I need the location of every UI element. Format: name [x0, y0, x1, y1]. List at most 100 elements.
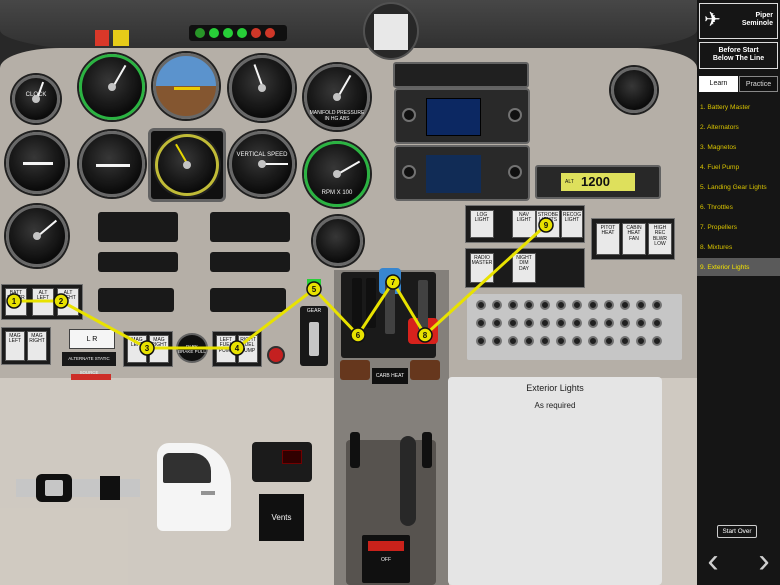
annunciator-light	[251, 28, 261, 38]
step-marker[interactable]	[6, 293, 22, 309]
circuit-breaker[interactable]	[652, 318, 662, 328]
previous-arrow-icon[interactable]: ‹	[707, 542, 719, 580]
circuit-breaker[interactable]	[508, 300, 518, 310]
seatbelt[interactable]	[16, 474, 140, 502]
circuit-breaker[interactable]	[476, 300, 486, 310]
circuit-breaker[interactable]	[540, 318, 550, 328]
gear-handle[interactable]	[309, 322, 319, 356]
throttle-lever-left[interactable]	[352, 278, 362, 328]
circuit-breaker[interactable]	[556, 300, 566, 310]
circuit-breaker[interactable]	[620, 300, 630, 310]
circuit-breaker[interactable]	[492, 300, 502, 310]
transponder[interactable]: ALT 1200	[535, 165, 661, 199]
circuit-breaker[interactable]	[556, 336, 566, 346]
circuit-breaker[interactable]	[476, 318, 486, 328]
mixture-lever[interactable]	[418, 280, 428, 330]
trim-lever-right[interactable]	[422, 432, 432, 468]
circuit-breaker[interactable]	[652, 300, 662, 310]
cowl-flap-right[interactable]	[410, 360, 440, 380]
circuit-breaker[interactable]	[636, 318, 646, 328]
start-over-button[interactable]: Start Over	[717, 525, 757, 538]
step-marker[interactable]	[229, 340, 245, 356]
step-marker[interactable]	[417, 327, 433, 343]
clock-gauge[interactable]: CLOCK	[12, 75, 60, 123]
circuit-breaker[interactable]	[492, 336, 502, 346]
circuit-breaker[interactable]	[572, 300, 582, 310]
circuit-breaker[interactable]	[572, 318, 582, 328]
tab-learn[interactable]: Learn	[699, 76, 738, 92]
aircraft-selector[interactable]: ✈ Piper Seminole	[699, 3, 778, 39]
checklist-item[interactable]: 7. Propellers	[700, 224, 738, 231]
circuit-breaker[interactable]	[508, 336, 518, 346]
pitot-heat-switch[interactable]: PITOT HEAT	[596, 223, 620, 255]
nav-light-switch[interactable]: NAV LIGHT	[512, 210, 536, 238]
circuit-breaker[interactable]	[604, 318, 614, 328]
circuit-breaker[interactable]	[508, 318, 518, 328]
checklist-item[interactable]: 4. Fuel Pump	[700, 164, 740, 171]
vents-button[interactable]: Vents	[259, 494, 304, 541]
throttle-lever-right[interactable]	[366, 278, 376, 328]
circuit-breaker[interactable]	[604, 300, 614, 310]
next-arrow-icon[interactable]: ›	[758, 542, 770, 580]
log-light-switch[interactable]: LOG LIGHT	[470, 210, 494, 238]
mag-right-switch-engine1[interactable]: MAG RIGHT	[27, 331, 47, 361]
door-icon[interactable]	[157, 443, 231, 531]
belt-latch[interactable]	[100, 476, 120, 500]
checklist-item[interactable]: 1. Battery Master	[700, 104, 751, 111]
circuit-breaker[interactable]	[556, 318, 566, 328]
gps-knob[interactable]	[402, 108, 416, 122]
propeller-lever[interactable]	[385, 280, 395, 334]
checklist-item[interactable]: 6. Throttles	[700, 204, 733, 211]
circuit-breaker[interactable]	[636, 336, 646, 346]
warning-button[interactable]	[267, 346, 285, 364]
recog-light-switch[interactable]: RECOG LIGHT	[561, 210, 583, 238]
circuit-breaker[interactable]	[476, 336, 486, 346]
checklist-item[interactable]: 2. Alternators	[700, 124, 739, 131]
circuit-breaker[interactable]	[588, 300, 598, 310]
circuit-breaker[interactable]	[540, 336, 550, 346]
alternate-static-handle[interactable]	[71, 374, 111, 380]
step-marker[interactable]	[350, 327, 366, 343]
circuit-breaker[interactable]	[604, 336, 614, 346]
circuit-breaker[interactable]	[588, 336, 598, 346]
circuit-breaker[interactable]	[540, 300, 550, 310]
step-marker[interactable]	[53, 293, 69, 309]
checklist-selector[interactable]: Before Start Below The Line	[699, 42, 778, 69]
checklist-item-active[interactable]: 9. Exterior Lights	[700, 264, 750, 271]
step-marker[interactable]	[385, 274, 401, 290]
checklist-item[interactable]: 8. Mixtures	[700, 244, 733, 251]
elevator-trim-wheel[interactable]	[400, 436, 416, 526]
circuit-breaker[interactable]	[620, 318, 630, 328]
circuit-breaker[interactable]	[652, 336, 662, 346]
checklist-item[interactable]: 3. Magnetos	[700, 144, 737, 151]
audio-panel[interactable]	[393, 62, 529, 88]
gps-knob[interactable]	[508, 165, 522, 179]
mag-left-switch-engine1[interactable]: MAG LEFT	[5, 331, 25, 361]
circuit-breaker[interactable]	[524, 336, 534, 346]
step-marker[interactable]	[306, 281, 322, 297]
circuit-breaker[interactable]	[524, 300, 534, 310]
tab-practice[interactable]: Practice	[739, 76, 778, 92]
gps-unit-1[interactable]	[394, 88, 530, 144]
circuit-breaker[interactable]	[524, 318, 534, 328]
gps-knob[interactable]	[508, 108, 522, 122]
checklist-item[interactable]: 5. Landing Gear Lights	[700, 184, 767, 191]
gps-unit-2[interactable]	[394, 145, 530, 201]
cowl-flap-left[interactable]	[340, 360, 370, 380]
step-marker[interactable]	[139, 340, 155, 356]
step-marker[interactable]	[538, 217, 554, 233]
circuit-breaker[interactable]	[492, 318, 502, 328]
heater-control[interactable]	[252, 442, 312, 482]
radio-master-switch[interactable]: RADIO MASTER	[470, 253, 494, 283]
circuit-breaker[interactable]	[588, 318, 598, 328]
ignition-key-slot[interactable]: L R	[69, 329, 115, 349]
belt-buckle[interactable]	[36, 474, 72, 502]
circuit-breaker[interactable]	[636, 300, 646, 310]
circuit-breaker[interactable]	[572, 336, 582, 346]
circuit-breaker[interactable]	[620, 336, 630, 346]
gps-knob[interactable]	[402, 165, 416, 179]
trim-lever-left[interactable]	[350, 432, 360, 468]
